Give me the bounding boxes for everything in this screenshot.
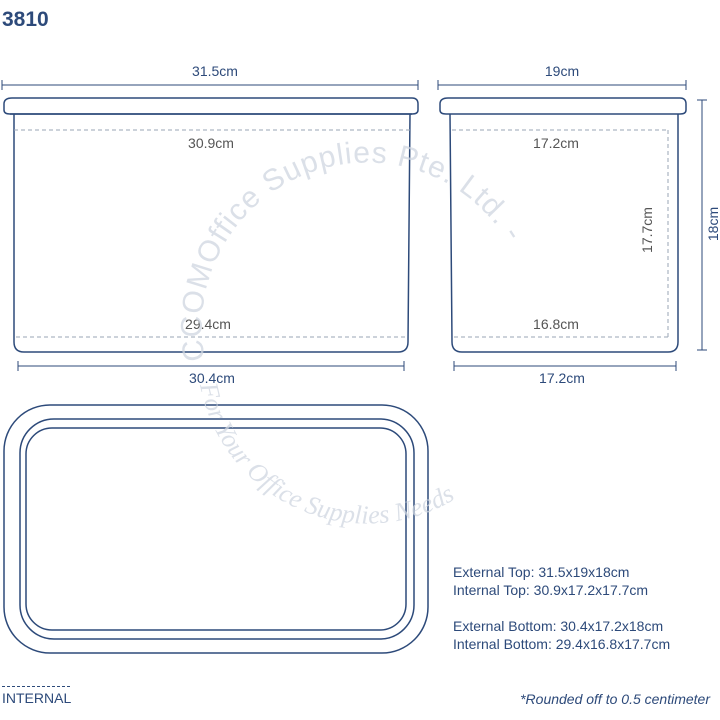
spec-internal-bottom: Internal Bottom: 29.4x16.8x17.7cm bbox=[453, 636, 671, 652]
side-top-dimension bbox=[437, 80, 687, 90]
top-view-container bbox=[3, 404, 429, 654]
side-height-internal-label: 17.7cm bbox=[638, 207, 655, 253]
front-internal-lines bbox=[14, 129, 410, 338]
side-bottom-external-label: 17.2cm bbox=[539, 370, 585, 386]
side-height-dimension bbox=[697, 99, 707, 351]
legend-label: INTERNAL bbox=[2, 690, 72, 706]
front-top-external-label: 31.5cm bbox=[192, 63, 238, 79]
rounding-note: *Rounded off to 0.5 centimeter bbox=[520, 691, 710, 707]
side-height-external-label: 18cm bbox=[705, 206, 720, 242]
front-bottom-dimension bbox=[17, 361, 405, 371]
specs-block: External Top: 31.5x19x18cm Internal Top:… bbox=[453, 563, 670, 653]
side-internal-lines bbox=[452, 129, 669, 338]
front-bottom-internal-label: 29.4cm bbox=[185, 316, 231, 332]
side-view-container bbox=[439, 97, 687, 353]
side-bottom-dimension bbox=[453, 361, 677, 371]
spec-internal-top: Internal Top: 30.9x17.2x17.7cm bbox=[453, 582, 649, 598]
front-top-internal-label: 30.9cm bbox=[188, 135, 234, 151]
front-bottom-external-label: 30.4cm bbox=[189, 370, 235, 386]
side-top-internal-label: 17.2cm bbox=[533, 135, 579, 151]
side-bottom-internal-label: 16.8cm bbox=[533, 316, 579, 332]
side-top-external-label: 19cm bbox=[544, 63, 580, 79]
spec-external-bottom: External Bottom: 30.4x17.2x18cm bbox=[453, 618, 664, 634]
front-view-container bbox=[3, 97, 419, 353]
front-top-dimension bbox=[1, 80, 419, 90]
model-number: 3810 bbox=[2, 8, 49, 31]
spec-external-top: External Top: 31.5x19x18cm bbox=[453, 564, 630, 580]
legend-dashed-line bbox=[2, 686, 70, 687]
